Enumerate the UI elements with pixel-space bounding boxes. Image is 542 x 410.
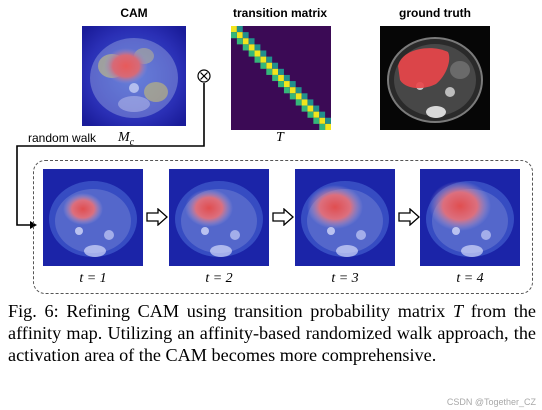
cam-step-image-2 xyxy=(169,169,269,266)
step-label-3: t = 3 xyxy=(331,271,359,286)
caption-text-after: from the affinity map. Utilizing an affi… xyxy=(8,301,536,365)
multiply-circle-icon xyxy=(197,69,211,83)
caption-text-before: Refining CAM using transition probabilit… xyxy=(66,301,446,321)
matrix-symbol: T xyxy=(276,130,284,145)
figure-6: CAM transition matrix ground truth xyxy=(16,6,533,294)
hollow-right-arrow-icon xyxy=(146,207,168,227)
step-label-4: t = 4 xyxy=(456,271,484,286)
ground-truth-image xyxy=(380,26,490,130)
step-label-2: t = 2 xyxy=(205,271,233,286)
watermark: CSDN @Together_CZ xyxy=(446,397,536,407)
hollow-right-arrow-icon xyxy=(398,207,420,227)
caption-fig-label: Fig. 6: xyxy=(8,301,59,321)
refinement-steps-box xyxy=(33,160,533,294)
figure-caption: Fig. 6: Refining CAM using transition pr… xyxy=(8,300,536,366)
step-label-1: t = 1 xyxy=(79,271,107,286)
caption-symbol: T xyxy=(452,301,464,321)
hollow-right-arrow-icon xyxy=(272,207,294,227)
random-walk-label: random walk xyxy=(26,131,99,145)
cam-step-image-3 xyxy=(295,169,395,266)
cam-symbol: Mc xyxy=(118,130,135,148)
transition-matrix-title: transition matrix xyxy=(232,6,328,20)
cam-image xyxy=(82,26,186,126)
cam-step-image-1 xyxy=(43,169,143,266)
transition-matrix-image xyxy=(231,26,331,130)
cam-step-image-4 xyxy=(420,169,520,266)
ground-truth-title: ground truth xyxy=(399,6,471,20)
cam-title: CAM xyxy=(120,6,148,20)
